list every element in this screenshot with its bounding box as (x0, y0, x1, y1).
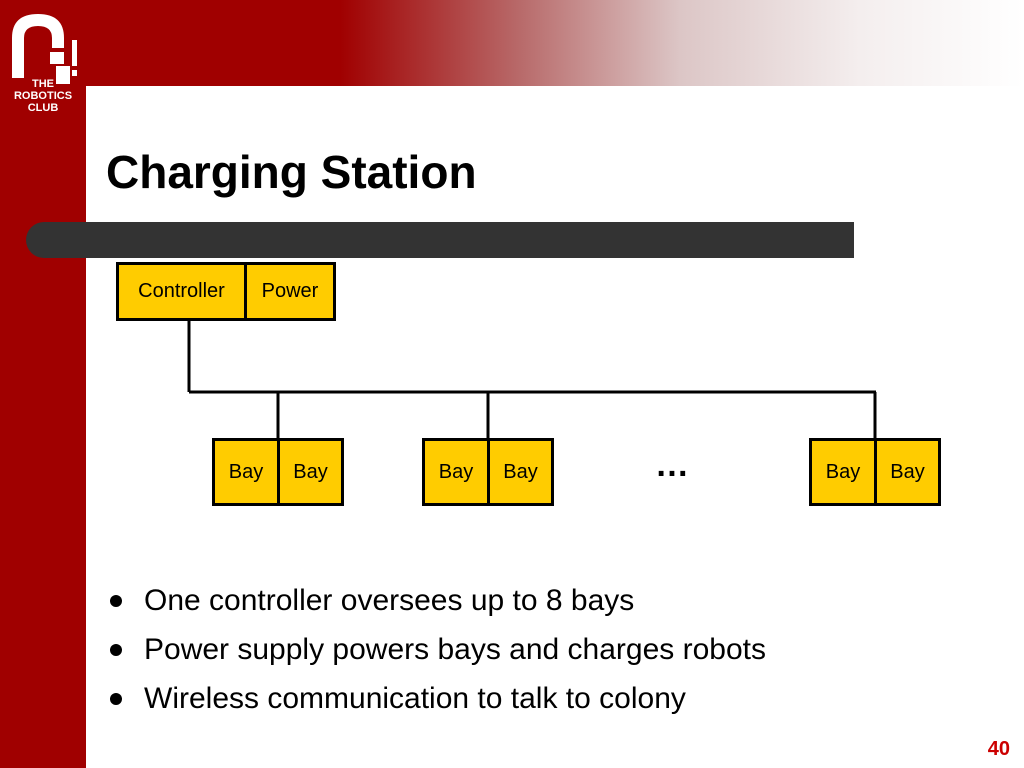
page-number: 40 (987, 738, 1010, 760)
robot-logo-icon (12, 14, 77, 84)
bullet-list: One controller oversees up to 8 bays Pow… (108, 576, 766, 723)
title-underline-bar (26, 222, 854, 258)
more-bays-ellipsis: … (655, 446, 691, 484)
bay-box: Bay (422, 438, 490, 506)
bullet-item: One controller oversees up to 8 bays (108, 576, 766, 625)
header-gradient-band (0, 0, 1024, 86)
controller-box: Controller (116, 262, 247, 321)
power-box: Power (244, 262, 336, 321)
logo-line-2: ROBOTICS (13, 90, 73, 102)
slide-title: Charging Station (106, 146, 477, 198)
logo-line-1: THE (32, 78, 54, 90)
bullet-item: Power supply powers bays and charges rob… (108, 625, 766, 674)
bay-box: Bay (487, 438, 554, 506)
sidebar-band (0, 0, 86, 768)
bay-box: Bay (212, 438, 280, 506)
bay-box: Bay (809, 438, 877, 506)
bay-box: Bay (874, 438, 941, 506)
bullet-item: Wireless communication to talk to colony (108, 674, 766, 723)
logo-line-3: CLUB (27, 102, 59, 114)
content-panel (86, 86, 1024, 768)
bay-box: Bay (277, 438, 344, 506)
